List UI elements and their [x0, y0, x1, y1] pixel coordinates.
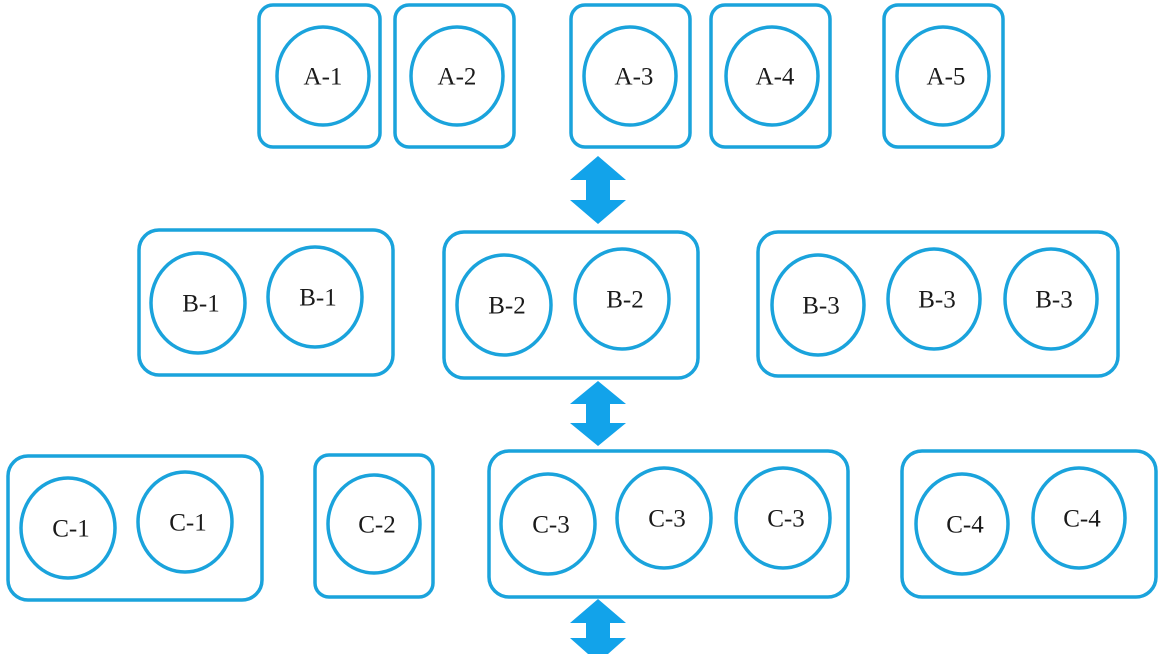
node-label: B-3: [918, 287, 956, 314]
node-b-3c: B-3: [1003, 247, 1099, 351]
node-label: C-1: [52, 516, 90, 543]
node-b-3a: B-3: [770, 253, 866, 357]
node-a-2: A-2: [409, 25, 505, 127]
node-c-2: C-2: [326, 473, 422, 575]
group-c-4: C-4 C-4: [900, 449, 1158, 599]
group-c-1: C-1 C-1: [6, 454, 264, 602]
node-a-3: A-3: [582, 25, 678, 127]
row-b: B-1 B-1 B-2 B-2 B-3: [137, 228, 1120, 380]
node-label: C-3: [767, 506, 805, 533]
node-label: A-5: [927, 64, 966, 91]
group-b-1: B-1 B-1: [137, 228, 395, 377]
node-label: A-4: [756, 64, 795, 91]
node-label: B-2: [606, 287, 644, 314]
group-a-5: A-5: [882, 3, 1005, 149]
node-a-4: A-4: [724, 25, 820, 127]
group-a-1: A-1: [257, 3, 382, 149]
node-c-1b: C-1: [136, 470, 234, 574]
node-label: C-2: [358, 512, 396, 539]
node-label: C-4: [1063, 506, 1101, 533]
double-arrow-vertical-icon: [570, 599, 626, 654]
node-label: A-3: [615, 64, 654, 91]
node-b-2b: B-2: [573, 247, 671, 351]
node-label: B-3: [802, 293, 840, 320]
node-label: B-1: [299, 285, 337, 312]
group-a-3: A-3: [569, 3, 692, 149]
row-c: C-1 C-1 C-2 C-3 C-3: [6, 449, 1158, 602]
node-label: C-3: [648, 506, 686, 533]
node-a-5: A-5: [895, 25, 991, 127]
node-label: C-1: [169, 510, 207, 537]
group-c-3: C-3 C-3 C-3: [487, 449, 850, 599]
node-label: C-4: [946, 512, 984, 539]
node-label: C-3: [532, 512, 570, 539]
double-arrow-vertical-icon: [570, 156, 626, 224]
node-c-4b: C-4: [1031, 466, 1127, 570]
node-b-2a: B-2: [455, 253, 553, 357]
node-label: B-1: [182, 291, 220, 318]
node-label: B-3: [1035, 287, 1073, 314]
group-a-2: A-2: [393, 3, 516, 149]
double-arrow-vertical-icon: [570, 381, 626, 446]
node-a-1: A-1: [275, 25, 371, 127]
node-c-3c: C-3: [734, 466, 832, 570]
node-c-1a: C-1: [19, 476, 117, 580]
group-b-3: B-3 B-3 B-3: [756, 230, 1120, 378]
node-b-1a: B-1: [149, 251, 247, 355]
group-a-4: A-4: [709, 3, 832, 149]
group-b-2: B-2 B-2: [442, 230, 700, 380]
node-b-3b: B-3: [886, 247, 982, 351]
node-label: A-1: [304, 64, 343, 91]
node-b-1b: B-1: [266, 245, 364, 349]
row-a: A-1 A-2 A-3 A-4: [257, 3, 1005, 149]
node-label: B-2: [488, 293, 526, 320]
group-c-2: C-2: [313, 453, 435, 599]
node-c-3a: C-3: [499, 472, 597, 576]
node-c-3b: C-3: [615, 466, 713, 570]
node-c-4a: C-4: [914, 472, 1010, 576]
node-label: A-2: [438, 64, 477, 91]
